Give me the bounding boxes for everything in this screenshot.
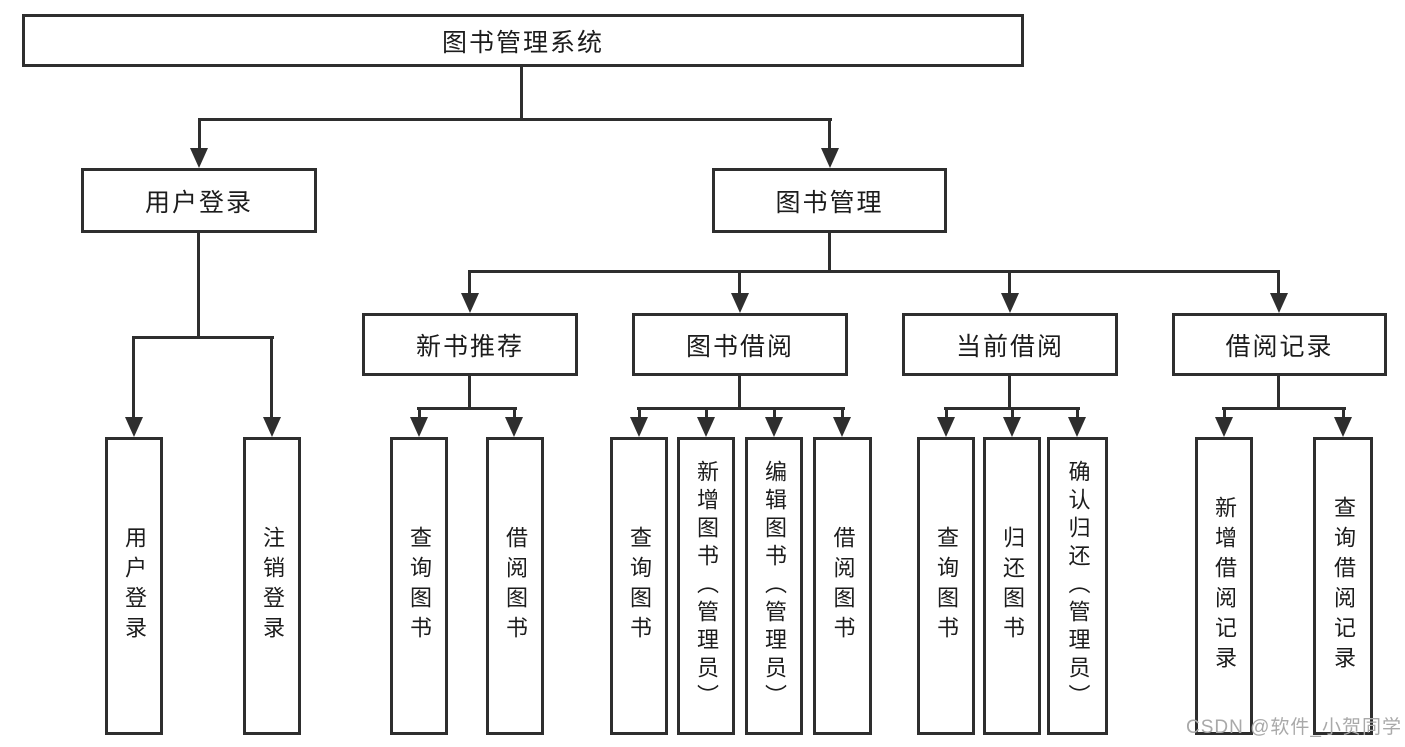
connector bbox=[468, 270, 1280, 273]
arrow-down-icon bbox=[731, 293, 749, 313]
leaf-return-books: 归还图书 bbox=[983, 437, 1041, 735]
connector bbox=[738, 270, 741, 296]
connector bbox=[1076, 407, 1079, 419]
arrow-down-icon bbox=[1215, 417, 1233, 437]
connector bbox=[418, 407, 421, 419]
leaf-query-borrow-record: 查询借阅记录 bbox=[1313, 437, 1373, 735]
connector bbox=[198, 118, 832, 121]
leaf-query-books-current: 查询图书 bbox=[917, 437, 975, 735]
node-user-login-label: 用户登录 bbox=[144, 188, 253, 217]
node-book-borrow-label: 图书借阅 bbox=[685, 332, 794, 361]
connector bbox=[1277, 270, 1280, 296]
leaf-add-books-admin: 新增图书（管理员） bbox=[677, 437, 735, 735]
connector bbox=[468, 376, 471, 410]
connector bbox=[513, 407, 516, 419]
connector bbox=[417, 407, 517, 410]
arrow-down-icon bbox=[697, 417, 715, 437]
arrow-down-icon bbox=[833, 417, 851, 437]
connector bbox=[198, 118, 201, 151]
arrow-down-icon bbox=[461, 293, 479, 313]
connector bbox=[1222, 407, 1346, 410]
connector bbox=[468, 270, 471, 296]
node-new-book-recommend: 新书推荐 bbox=[362, 313, 578, 376]
node-root-label: 图书管理系统 bbox=[441, 28, 604, 57]
leaf-borrow-books: 借阅图书 bbox=[813, 437, 872, 735]
connector bbox=[738, 376, 741, 410]
node-book-management-label: 图书管理 bbox=[775, 188, 884, 217]
arrow-down-icon bbox=[765, 417, 783, 437]
arrow-down-icon bbox=[1068, 417, 1086, 437]
arrow-down-icon bbox=[505, 417, 523, 437]
arrow-down-icon bbox=[125, 417, 143, 437]
connector bbox=[1223, 407, 1226, 419]
node-borrow-records-label: 借阅记录 bbox=[1225, 332, 1334, 361]
leaf-logout: 注销登录 bbox=[243, 437, 301, 735]
connector bbox=[197, 233, 200, 339]
connector bbox=[945, 407, 948, 419]
arrow-down-icon bbox=[937, 417, 955, 437]
leaf-query-books-borrow: 查询图书 bbox=[610, 437, 668, 735]
arrow-down-icon bbox=[410, 417, 428, 437]
node-current-borrow: 当前借阅 bbox=[902, 313, 1118, 376]
arrow-down-icon bbox=[1334, 417, 1352, 437]
connector bbox=[132, 336, 274, 339]
connector bbox=[520, 67, 523, 121]
node-book-management: 图书管理 bbox=[712, 168, 947, 233]
arrow-down-icon bbox=[630, 417, 648, 437]
node-root: 图书管理系统 bbox=[22, 14, 1024, 67]
connector bbox=[705, 407, 708, 419]
connector bbox=[841, 407, 844, 419]
arrow-down-icon bbox=[1001, 293, 1019, 313]
connector bbox=[828, 233, 831, 273]
arrow-down-icon bbox=[1003, 417, 1021, 437]
node-new-book-recommend-label: 新书推荐 bbox=[415, 332, 524, 361]
leaf-borrow-books-recommend: 借阅图书 bbox=[486, 437, 544, 735]
connector bbox=[1011, 407, 1014, 419]
watermark-text: CSDN @软件_小贺同学 bbox=[1186, 717, 1402, 738]
arrow-down-icon bbox=[263, 417, 281, 437]
connector bbox=[1277, 376, 1280, 410]
connector bbox=[637, 407, 845, 410]
leaf-confirm-return-admin: 确认归还（管理员） bbox=[1047, 437, 1108, 735]
connector bbox=[638, 407, 641, 419]
leaf-query-books-recommend: 查询图书 bbox=[390, 437, 448, 735]
node-book-borrow: 图书借阅 bbox=[632, 313, 848, 376]
node-borrow-records: 借阅记录 bbox=[1172, 313, 1387, 376]
connector bbox=[132, 336, 135, 421]
connector bbox=[1342, 407, 1345, 419]
connector bbox=[773, 407, 776, 419]
arrow-down-icon bbox=[190, 148, 208, 168]
arrow-down-icon bbox=[1270, 293, 1288, 313]
connector bbox=[1008, 270, 1011, 296]
connector bbox=[270, 336, 273, 421]
connector bbox=[828, 118, 831, 151]
arrow-down-icon bbox=[821, 148, 839, 168]
node-user-login: 用户登录 bbox=[81, 168, 317, 233]
connector bbox=[1008, 376, 1011, 410]
leaf-edit-books-admin: 编辑图书（管理员） bbox=[745, 437, 803, 735]
leaf-user-login: 用户登录 bbox=[105, 437, 163, 735]
leaf-add-borrow-record: 新增借阅记录 bbox=[1195, 437, 1253, 735]
node-current-borrow-label: 当前借阅 bbox=[955, 332, 1064, 361]
